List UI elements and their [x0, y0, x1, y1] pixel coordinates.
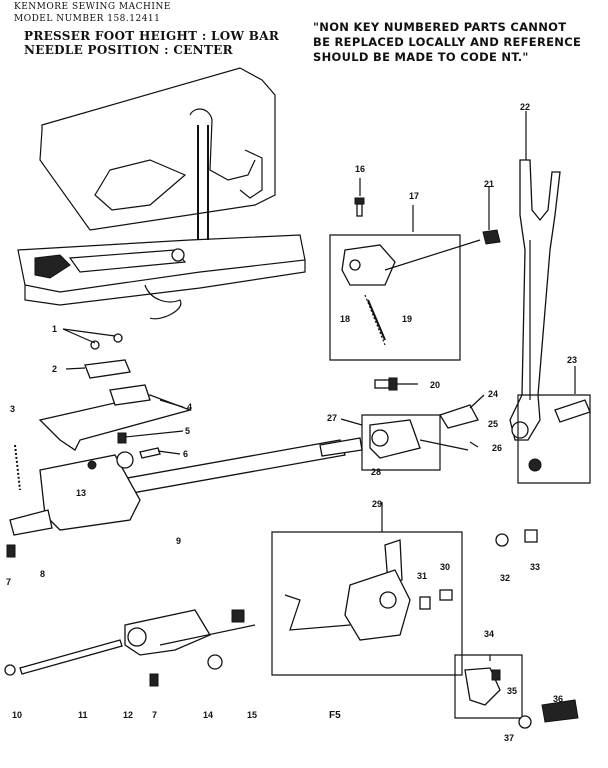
label-35: 35 [507, 686, 517, 696]
part-14-washer [207, 654, 223, 670]
label-3: 3 [10, 404, 15, 414]
label-8: 8 [40, 569, 45, 579]
label-34: 34 [484, 629, 494, 639]
label-10: 10 [12, 710, 22, 720]
label-21: 21 [484, 179, 494, 189]
label-27: 27 [327, 413, 337, 423]
label-9: 9 [176, 536, 181, 546]
label-14: 14 [203, 710, 213, 720]
label-4: 4 [187, 402, 192, 412]
label-23: 23 [567, 355, 577, 365]
label-26: 26 [492, 443, 502, 453]
label-18: 18 [340, 314, 350, 324]
label-15: 15 [247, 710, 257, 720]
label-29: 29 [372, 499, 382, 509]
part-6-pin [139, 447, 161, 459]
part-13-screw [87, 460, 97, 470]
label-7-bottom: 7 [152, 710, 157, 720]
part-4-bracket [38, 384, 193, 451]
leader-lines [62, 111, 576, 661]
note-line-3: SHOULD BE MADE TO CODE NT." [313, 50, 529, 64]
label-2: 2 [52, 364, 57, 374]
part-23-box [517, 394, 591, 484]
part-7-spring [6, 544, 16, 558]
parts-note: "NON KEY NUMBERED PARTS CANNOT BE REPLAC… [313, 20, 603, 65]
label-1: 1 [52, 324, 57, 334]
part-15-spring [231, 609, 245, 623]
note-line-1: "NON KEY NUMBERED PARTS CANNOT [313, 20, 567, 34]
label-22: 22 [520, 102, 530, 112]
label-36: 36 [553, 694, 563, 704]
note-line-2: BE REPLACED LOCALLY AND REFERENCE [313, 35, 582, 49]
part-5-spring [117, 432, 127, 444]
label-19: 19 [402, 314, 412, 324]
header-needle-position: NEEDLE POSITION : CENTER [24, 43, 233, 57]
part-7b-spring [149, 673, 159, 687]
part-32-washer [495, 533, 509, 547]
part-21-block [482, 229, 501, 245]
header-model-number: MODEL NUMBER 158.12411 [14, 14, 161, 24]
label-37: 37 [504, 733, 514, 743]
part-3-spring [14, 444, 21, 491]
part-22-lever [509, 159, 561, 441]
main-housing [9, 451, 141, 536]
label-17: 17 [409, 191, 419, 201]
label-6: 6 [183, 449, 188, 459]
label-33: 33 [530, 562, 540, 572]
label-30: 30 [440, 562, 450, 572]
label-31: 31 [417, 571, 427, 581]
label-12: 12 [123, 710, 133, 720]
part-16-screw [354, 197, 365, 217]
label-13: 13 [76, 488, 86, 498]
label-24: 24 [488, 389, 498, 399]
page-code: F5 [329, 710, 341, 721]
part-37-washer [518, 715, 532, 729]
header-brand: KENMORE SEWING MACHINE [14, 2, 171, 12]
header-presser-foot: PRESSER FOOT HEIGHT : LOW BAR [24, 29, 280, 43]
label-28: 28 [371, 467, 381, 477]
part-17-group [329, 234, 481, 361]
label-11: 11 [78, 710, 88, 720]
part-1-screws [90, 333, 123, 350]
label-32: 32 [500, 573, 510, 583]
label-7: 7 [6, 577, 11, 587]
part-20-screw [374, 377, 398, 391]
part-36-button [541, 699, 579, 723]
part-29-group [271, 531, 463, 676]
part-12-assembly [124, 609, 256, 656]
label-5: 5 [185, 426, 190, 436]
part-11-rod [19, 639, 123, 675]
label-25: 25 [488, 419, 498, 429]
part-24-spring [439, 404, 479, 429]
label-20: 20 [430, 380, 440, 390]
label-16: 16 [355, 164, 365, 174]
part-2-plate [84, 359, 131, 379]
part-labels: 1 2 3 4 5 6 7 8 9 10 11 12 7 14 15 13 16… [6, 102, 577, 743]
machine-outline [17, 67, 306, 320]
part-30-31-screws [419, 589, 453, 610]
part-27-group [361, 414, 469, 471]
part-10-washer [4, 664, 16, 676]
part-33-screw [524, 529, 538, 543]
